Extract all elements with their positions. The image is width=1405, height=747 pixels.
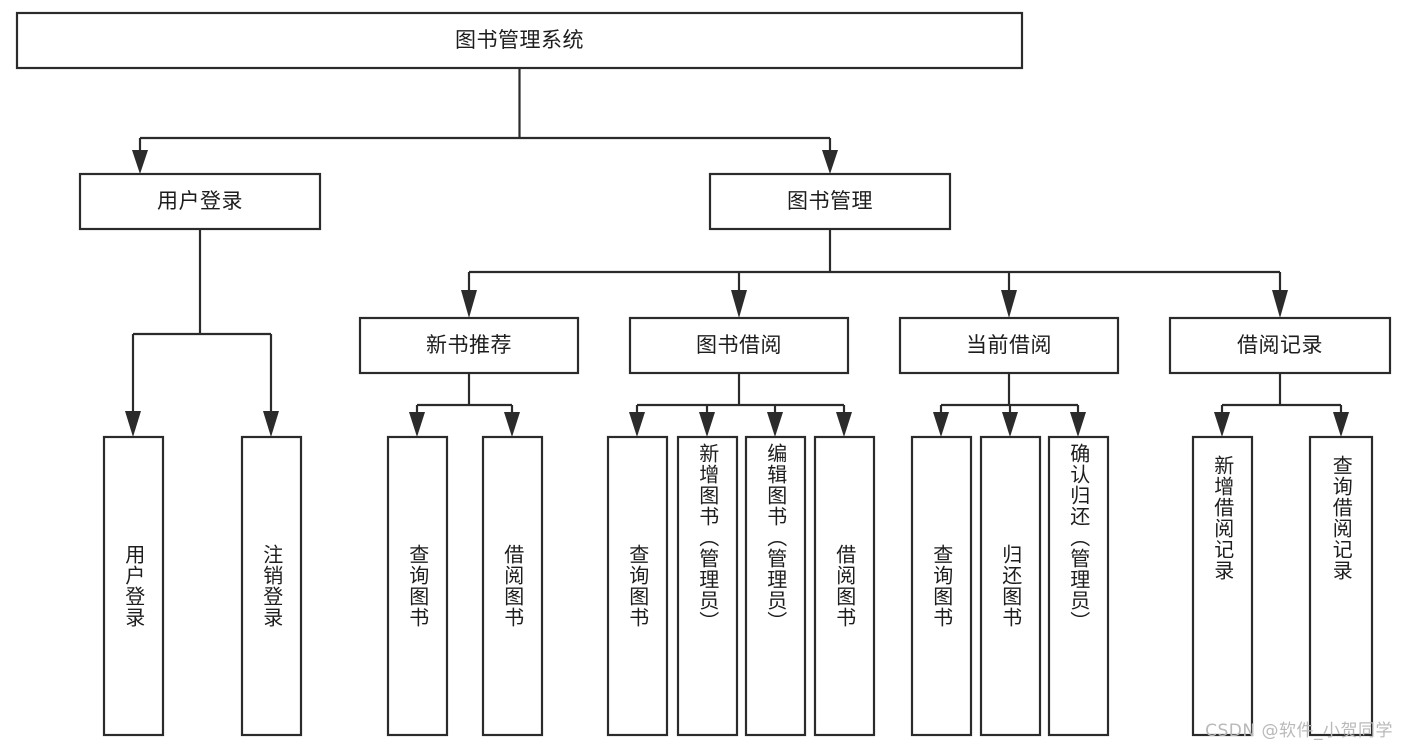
node-box-leaf-confirm-return[interactable] xyxy=(1047,435,1110,737)
node-box-leaf-edit-book[interactable] xyxy=(744,435,807,737)
node-box-leaf-query-book-cur[interactable] xyxy=(910,435,973,737)
arrow-head-user-login xyxy=(132,150,148,174)
arrow-head-leaf-query-book-rec xyxy=(409,412,425,437)
node-box-leaf-user-login[interactable] xyxy=(102,435,165,737)
arrow-head-leaf-user-login xyxy=(125,411,141,437)
arrow-head-leaf-query-book-borrow xyxy=(629,412,645,437)
node-box-leaf-logout[interactable] xyxy=(240,435,303,737)
node-box-current-borrow[interactable] xyxy=(898,316,1120,375)
arrow-head-borrow-record xyxy=(1272,290,1288,318)
node-box-leaf-add-record[interactable] xyxy=(1191,435,1254,737)
node-box-leaf-return-book[interactable] xyxy=(979,435,1042,737)
arrow-head-leaf-edit-book xyxy=(767,412,783,437)
node-box-leaf-query-book-rec[interactable] xyxy=(386,435,449,737)
arrow-head-leaf-confirm-return xyxy=(1070,412,1086,437)
arrow-head-leaf-query-book-cur xyxy=(933,412,949,437)
node-box-leaf-query-record[interactable] xyxy=(1308,435,1374,737)
node-box-new-book-rec[interactable] xyxy=(358,316,580,375)
arrow-head-leaf-borrow-book-rec xyxy=(504,412,520,437)
arrow-head-new-book-rec xyxy=(461,290,477,318)
node-box-leaf-borrow-book[interactable] xyxy=(813,435,876,737)
node-box-leaf-add-book[interactable] xyxy=(676,435,739,737)
arrow-head-leaf-return-book xyxy=(1002,412,1018,437)
arrow-head-current-borrow xyxy=(1001,290,1017,318)
node-box-book-manage[interactable] xyxy=(708,172,952,231)
arrow-head-book-borrow xyxy=(731,290,747,318)
arrow-head-book-manage xyxy=(822,150,838,174)
node-box-book-borrow[interactable] xyxy=(628,316,850,375)
arrow-head-leaf-logout xyxy=(263,411,279,437)
node-box-root[interactable] xyxy=(15,11,1024,70)
arrow-head-leaf-add-record xyxy=(1214,412,1230,437)
arrow-head-leaf-borrow-book xyxy=(836,412,852,437)
arrow-head-leaf-add-book xyxy=(699,412,715,437)
node-box-leaf-borrow-book-rec[interactable] xyxy=(481,435,544,737)
node-box-user-login[interactable] xyxy=(78,172,322,231)
node-box-borrow-record[interactable] xyxy=(1168,316,1392,375)
arrow-head-leaf-query-record xyxy=(1333,412,1349,437)
node-box-leaf-query-book-borrow[interactable] xyxy=(606,435,669,737)
